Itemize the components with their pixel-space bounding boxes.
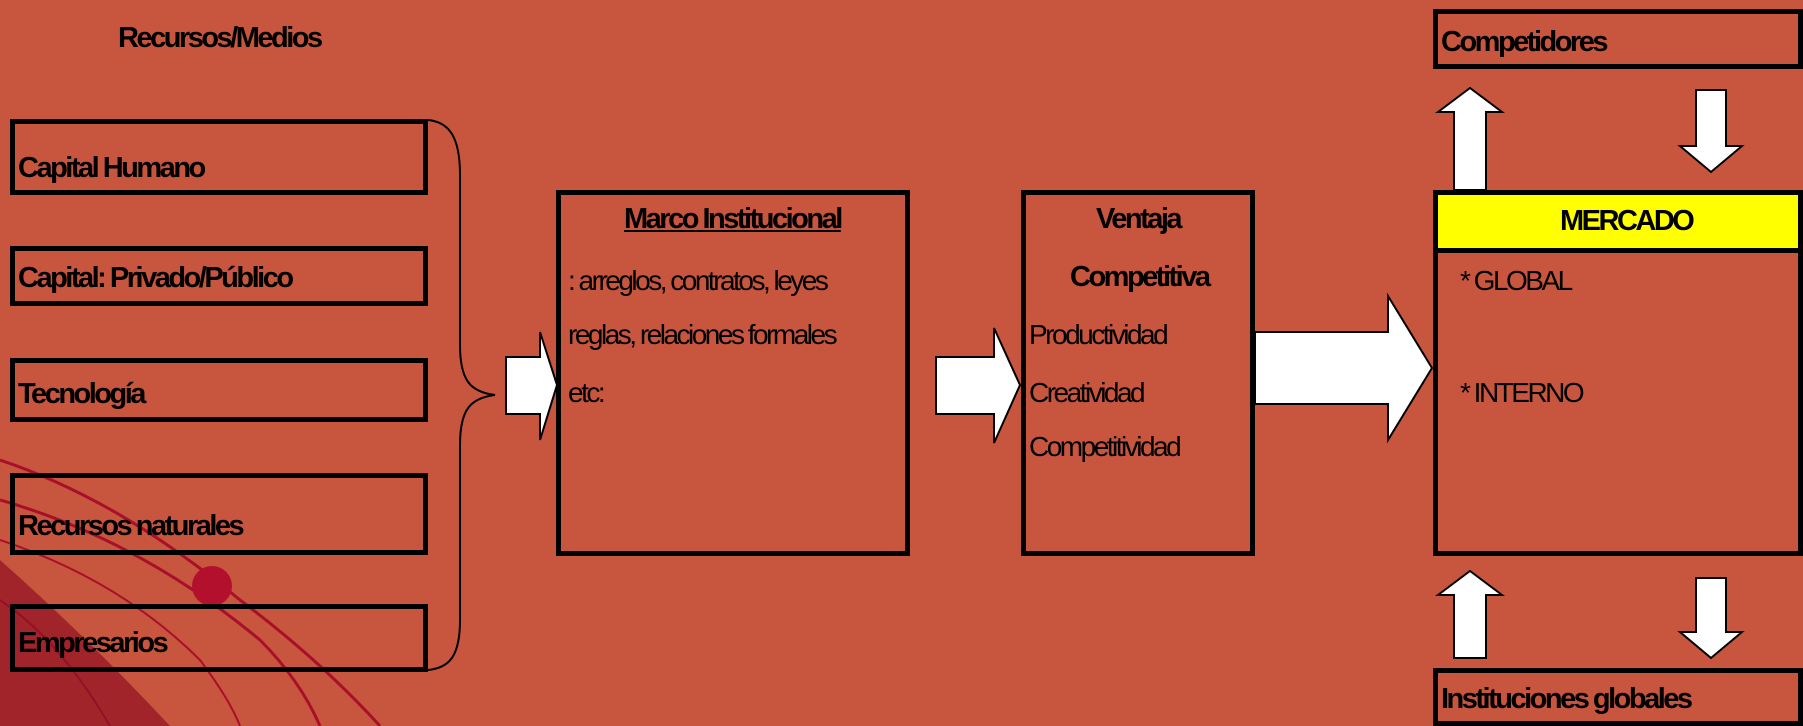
ventaja-title-line2: Competitiva [1070,261,1211,293]
ventaja-line: Competitividad [1029,431,1182,462]
marco-line: etc: [568,377,606,408]
arrow-right-3 [1254,292,1434,444]
marco-title: Marco Institucional [624,203,843,235]
ventaja-line: Productividad [1029,319,1169,350]
competidores-box: Competidores [1433,9,1803,69]
resource-label: Empresarios [18,627,169,659]
resource-box-capital-privado-publico: Capital: Privado/Público [10,246,428,306]
arrow-right-1 [505,331,559,441]
resource-label: Capital Humano [18,152,206,184]
resource-label: Tecnología [18,378,146,410]
instituciones-label: Instituciones globales [1441,683,1693,715]
mercado-item-global: * GLOBAL [1460,265,1573,296]
mercado-box: MERCADO * GLOBAL * INTERNO [1433,190,1803,556]
instituciones-box: Instituciones globales [1433,668,1803,726]
mercado-header: MERCADO [1438,195,1798,253]
arrow-right-2 [935,327,1022,444]
resource-box-capital-humano: Capital Humano [10,119,428,195]
arrow-down-to-instituciones [1677,577,1745,660]
resource-box-recursos-naturales: Recursos naturales [10,473,428,555]
resource-label: Recursos naturales [18,510,245,542]
marco-institucional-box: Marco Institucional : arreglos, contrato… [556,190,910,556]
ventaja-line: Creatividad [1029,377,1146,408]
resource-box-tecnologia: Tecnología [10,358,428,422]
arrow-up-from-instituciones [1435,569,1505,659]
marco-line: reglas, relaciones formales [568,319,838,350]
resource-label: Capital: Privado/Público [18,262,294,294]
arrow-up-to-competidores [1435,86,1505,191]
competidores-label: Competidores [1441,26,1608,58]
resource-box-empresarios: Empresarios [10,604,428,672]
mercado-title: MERCADO [1560,205,1695,237]
ventaja-title-line1: Ventaja [1096,203,1183,235]
mercado-item-interno: * INTERNO [1460,377,1585,408]
marco-line: : arreglos, contratos, leyes [568,265,829,296]
ventaja-competitiva-box: Ventaja Competitiva Productividad Creati… [1021,190,1255,556]
arrow-down-from-competidores [1677,89,1745,174]
decoration-dot [192,566,232,606]
page-title: Recursos/Medios [118,22,323,54]
grouping-brace [427,119,496,671]
